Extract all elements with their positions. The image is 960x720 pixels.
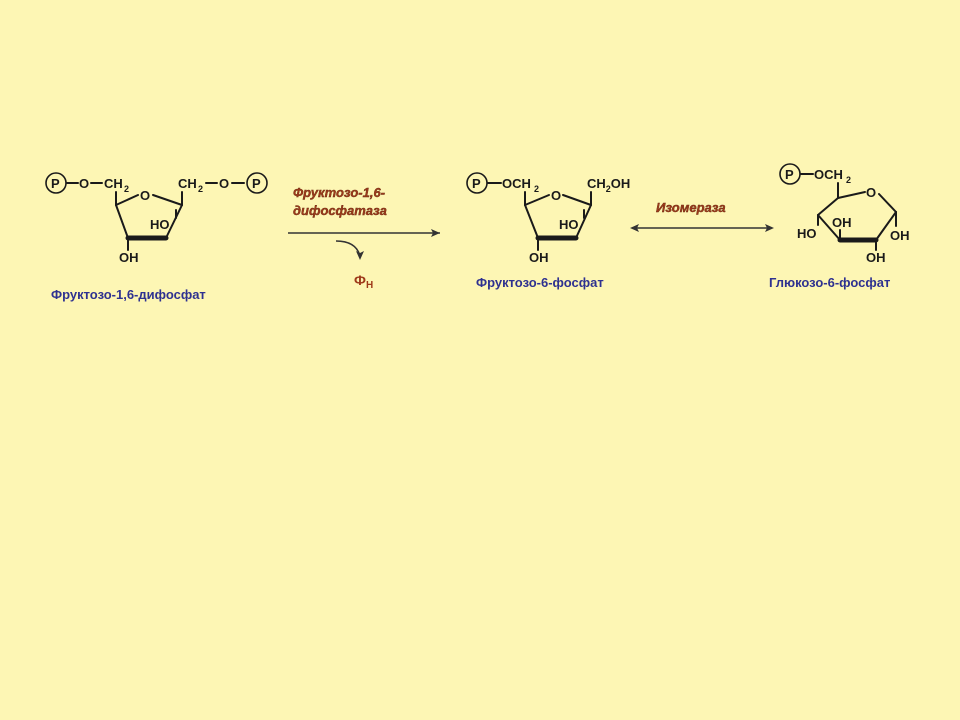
ho-label: HO <box>150 217 170 232</box>
och2-label: OCH <box>502 176 531 191</box>
ring-oxygen-label: O <box>551 188 561 203</box>
bond <box>524 194 550 206</box>
ch2-subscript: 2 <box>198 184 203 194</box>
oh-label: OH <box>890 228 910 243</box>
arrow-head-left <box>630 224 639 232</box>
phosphate-label: P <box>472 176 481 191</box>
fructose-6-phosphate-structure: P OCH 2 CH2OH O HO OH <box>466 172 630 265</box>
ch2-label: CH <box>178 176 197 191</box>
phosphate-label: P <box>785 167 794 182</box>
bond <box>575 204 592 239</box>
ch2-subscript: 2 <box>124 184 129 194</box>
bond <box>115 204 129 239</box>
phosphate-label: P <box>252 176 261 191</box>
oh-label: OH <box>866 250 886 265</box>
arrow-head-right <box>765 224 774 232</box>
och2-subscript: 2 <box>846 175 851 185</box>
bond <box>165 204 183 239</box>
phosphate-circle-right <box>246 172 268 194</box>
oxygen-label: O <box>79 176 89 191</box>
bond <box>152 194 183 206</box>
ring-oxygen-label: O <box>866 185 876 200</box>
ch2-label: CH <box>104 176 123 191</box>
ch2oh-label: CH2OH <box>587 176 630 194</box>
product2-name: Глюкозо-6-фосфат <box>769 275 890 290</box>
substrate-name: Фруктозо-1,6-дифосфат <box>51 287 206 302</box>
reaction-arrow-1: Фруктозо-1,6- дифосфатаза ФН <box>288 185 440 291</box>
bond <box>875 211 897 241</box>
arrow-head <box>431 229 440 237</box>
product1-name: Фруктозо-6-фосфат <box>476 275 604 290</box>
oh-label: OH <box>119 250 139 265</box>
bond <box>524 204 539 239</box>
byproduct-arrow-head <box>356 251 364 260</box>
och2-subscript: 2 <box>534 184 539 194</box>
enzyme2-label: Изомераза <box>656 200 726 215</box>
bond <box>817 197 839 216</box>
reaction-arrow-2: Изомераза <box>630 200 774 232</box>
bond <box>115 194 139 206</box>
byproduct-phosphate: ФН <box>354 272 373 291</box>
enzyme1-line2: дифосфатаза <box>293 203 387 218</box>
phosphate-label: P <box>51 176 60 191</box>
bond <box>878 193 897 213</box>
bond <box>837 191 866 199</box>
oh-label: OH <box>529 250 549 265</box>
fructose-1-6-diphosphate-structure: P O CH 2 CH 2 O P O HO OH <box>45 172 268 265</box>
bond <box>562 194 592 206</box>
ring-oxygen-label: O <box>140 188 150 203</box>
och2-label: OCH <box>814 167 843 182</box>
oh-label: OH <box>832 215 852 230</box>
ho-label: HO <box>797 226 817 241</box>
enzyme1-line1: Фруктозо-1,6- <box>293 185 385 200</box>
ho-label: HO <box>559 217 579 232</box>
oxygen-label: O <box>219 176 229 191</box>
bond <box>817 214 841 241</box>
byproduct-arrow <box>335 240 361 257</box>
glucose-6-phosphate-structure: P OCH 2 O HO OH OH OH <box>779 163 910 265</box>
